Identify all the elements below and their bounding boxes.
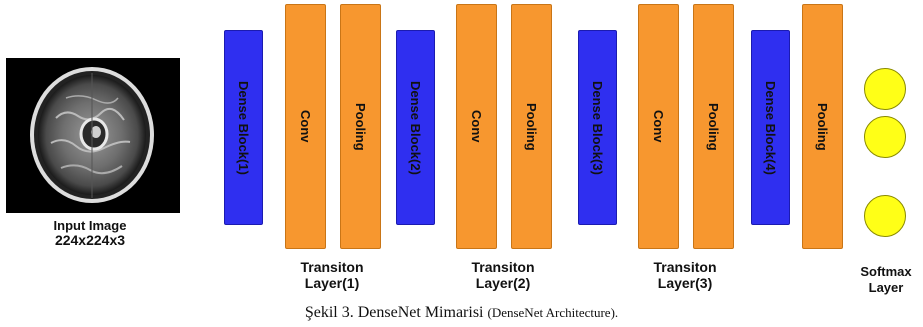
dense-block-3: Dense Block(3) (578, 30, 617, 225)
softmax-layer-line1: Softmax (860, 264, 912, 279)
softmax-node-2 (864, 116, 906, 158)
pooling-layer-1: Pooling (340, 4, 381, 249)
transition-layer-1-line1: Transiton (300, 259, 364, 275)
input-image (6, 58, 180, 213)
softmax-layer-caption: Softmax Layer (853, 264, 919, 296)
pooling-layer-3: Pooling (693, 4, 734, 249)
softmax-layer-line2: Layer (868, 280, 904, 295)
transition-layer-3-line1: Transiton (653, 259, 717, 275)
transition-layer-1-caption: Transiton Layer(1) (287, 259, 377, 291)
conv-layer-3: Conv (638, 4, 679, 249)
figure-caption: Şekil 3. DenseNet Mimarisi (DenseNet Arc… (0, 304, 923, 322)
pooling-layer-2-label: Pooling (524, 102, 539, 151)
transition-layer-3-caption: Transiton Layer(3) (640, 259, 730, 291)
conv-layer-1-label: Conv (298, 110, 313, 143)
conv-layer-2-label: Conv (469, 110, 484, 143)
figure-caption-main: Şekil 3. DenseNet Mimarisi (304, 304, 484, 321)
dense-block-4: Dense Block(4) (751, 30, 790, 225)
transition-layer-1-line2: Layer(1) (304, 275, 360, 291)
transition-layer-2-caption: Transiton Layer(2) (458, 259, 548, 291)
dense-block-3-label: Dense Block(3) (590, 80, 605, 175)
figure-caption-english: (DenseNet Architecture). (487, 305, 619, 320)
transition-layer-3-line2: Layer(3) (657, 275, 713, 291)
softmax-node-1 (864, 68, 906, 110)
pooling-layer-final-label: Pooling (815, 102, 830, 151)
input-image-size: 224x224x3 (54, 232, 126, 248)
input-image-label: Input Image (53, 218, 127, 233)
transition-layer-2-line2: Layer(2) (475, 275, 531, 291)
dense-block-2-label: Dense Block(2) (408, 80, 423, 175)
pooling-layer-2: Pooling (511, 4, 552, 249)
transition-layer-2-line1: Transiton (471, 259, 535, 275)
dense-block-2: Dense Block(2) (396, 30, 435, 225)
pooling-layer-final: Pooling (802, 4, 843, 249)
conv-layer-1: Conv (285, 4, 326, 249)
dense-block-1-label: Dense Block(1) (236, 80, 251, 175)
conv-layer-3-label: Conv (651, 110, 666, 143)
pooling-layer-3-label: Pooling (706, 102, 721, 151)
input-image-caption: Input Image 224x224x3 (30, 218, 150, 248)
dense-block-4-label: Dense Block(4) (763, 80, 778, 175)
pooling-layer-1-label: Pooling (353, 102, 368, 151)
dense-block-1: Dense Block(1) (224, 30, 263, 225)
conv-layer-2: Conv (456, 4, 497, 249)
softmax-node-3 (864, 195, 906, 237)
